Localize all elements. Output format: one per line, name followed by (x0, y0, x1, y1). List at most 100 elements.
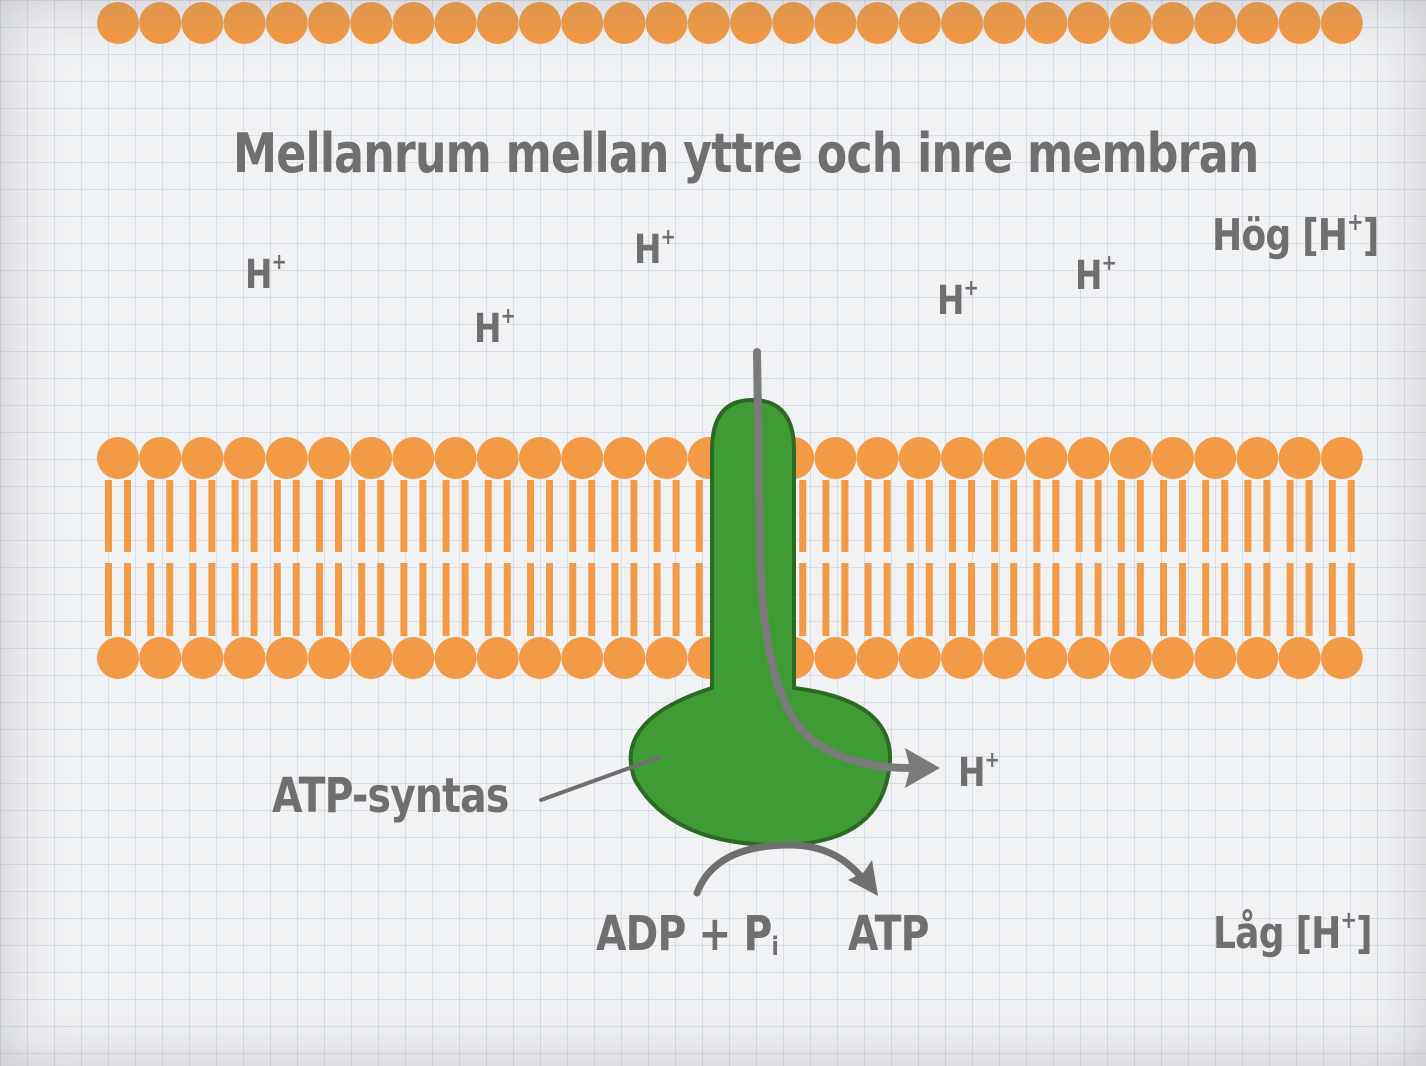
lipid-head (856, 637, 899, 679)
lipid-head (1025, 637, 1068, 679)
lipid-head (941, 637, 983, 679)
lipid-head (561, 2, 604, 44)
lipid-head (308, 2, 350, 44)
lipid-head (645, 2, 688, 44)
lipid-tail (1305, 563, 1313, 636)
proton-label: H+ (1075, 251, 1117, 299)
lipid-tail (546, 480, 553, 552)
lipid-tail (906, 563, 914, 636)
lipid-head (645, 437, 688, 479)
lipid-tail (653, 563, 661, 636)
lipid-tail (1075, 480, 1083, 552)
lipid-tail (292, 563, 300, 636)
lipid-head (1067, 2, 1110, 44)
lipid-tail (1075, 563, 1083, 636)
lipid-tail (419, 563, 427, 636)
lipid-tail (189, 480, 197, 552)
lipid-tail (991, 480, 999, 552)
lipid-tail (105, 563, 112, 636)
lipid-head (350, 637, 393, 679)
lipid-head (1109, 437, 1152, 479)
product-label: ATP (848, 906, 929, 962)
lipid-head (97, 637, 139, 679)
lipid-head (181, 437, 224, 479)
lipid-head (983, 637, 1026, 679)
lipid-tail (1160, 480, 1167, 552)
lipid-tail (335, 563, 342, 636)
lipid-tail (822, 480, 830, 552)
lipid-head (1025, 2, 1068, 44)
lipid-head (687, 2, 730, 44)
lipid-head (519, 437, 561, 479)
lipid-head (97, 437, 139, 479)
lipid-head (392, 2, 435, 44)
lipid-tail (231, 563, 239, 636)
lipid-tail (335, 480, 342, 552)
lipid-tail (1286, 480, 1294, 552)
lipid-tail (1202, 563, 1210, 636)
lipid-tail (841, 480, 849, 552)
lipid-tail (166, 563, 174, 636)
lipid-tail (1052, 480, 1060, 552)
lipid-head (434, 637, 477, 679)
lipid-tail (124, 563, 131, 636)
lipid-head (223, 2, 266, 44)
proton-flow-arrowhead (905, 748, 940, 788)
lipid-tail (1094, 563, 1102, 636)
lipid-head (1025, 437, 1068, 479)
lipid-tail (484, 563, 492, 636)
lipid-head (898, 2, 941, 44)
lipid-tail (400, 480, 408, 552)
lipid-tail (1347, 480, 1355, 552)
lipid-tail (883, 563, 891, 636)
lipid-head (1109, 2, 1152, 44)
lipid-head (181, 2, 224, 44)
lipid-head (434, 2, 477, 44)
lipid-tail (1263, 563, 1271, 636)
lipid-tail (461, 563, 469, 636)
lipid-tail (822, 563, 830, 636)
lipid-head (561, 637, 604, 679)
lipid-tail (273, 480, 281, 552)
lipid-tail (1286, 563, 1294, 636)
lipid-tail (292, 480, 300, 552)
lipid-head (434, 437, 477, 479)
lipid-tail (1328, 480, 1336, 552)
lipid-head (392, 437, 435, 479)
lipid-head (814, 637, 857, 679)
lipid-tail (1328, 563, 1336, 636)
lipid-tail (1244, 480, 1252, 552)
lipid-head (898, 437, 941, 479)
lipid-tail (1179, 563, 1186, 636)
lipid-head (1067, 637, 1110, 679)
lipid-tail (1221, 563, 1229, 636)
proton-label: H+ (937, 276, 979, 324)
lipid-head (814, 2, 857, 44)
lipid-head (856, 2, 899, 44)
lipid-tail (1117, 563, 1125, 636)
lipid-tail (991, 563, 999, 636)
lipid-head (603, 2, 646, 44)
reaction-arrow (693, 841, 866, 897)
lipid-tail (527, 563, 534, 636)
lipid-tail (588, 480, 596, 552)
lipid-head (1278, 2, 1321, 44)
lipid-tail (1160, 563, 1167, 636)
lipid-tail (925, 563, 933, 636)
lipid-tail (968, 480, 975, 552)
lipid-head (1109, 637, 1152, 679)
lipid-head (1320, 2, 1363, 44)
lipid-head (1152, 637, 1194, 679)
lipid-tail (147, 563, 155, 636)
lipid-head (223, 437, 266, 479)
lipid-head (1236, 437, 1279, 479)
lipid-tail (1202, 480, 1210, 552)
lipid-tail (949, 480, 956, 552)
lipid-head (1236, 2, 1279, 44)
lipid-head (139, 2, 182, 44)
lipid-head (1236, 637, 1279, 679)
lipid-head (97, 2, 139, 44)
lipid-head (265, 2, 308, 44)
lipid-head (350, 437, 393, 479)
lipid-head (308, 437, 350, 479)
